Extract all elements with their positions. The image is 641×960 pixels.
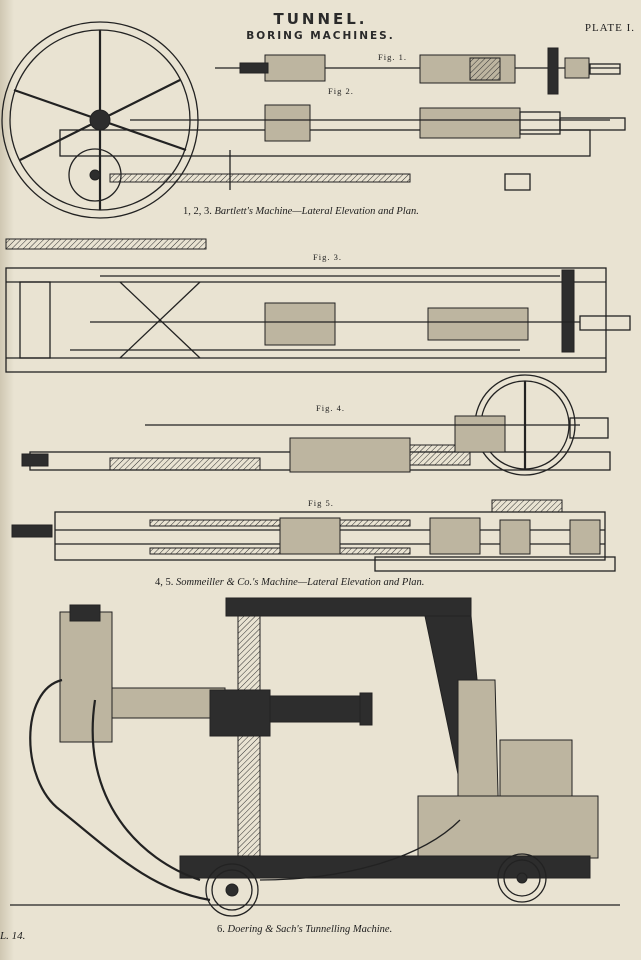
volume-label: L. 14. (0, 930, 26, 942)
fig2-drawing (1, 21, 626, 219)
plate-title: TUNNEL. (273, 10, 368, 28)
caption-doering: 6. Doering & Sach's Tunnelling Machine. (217, 924, 392, 935)
fig2-label: Fig 2. (328, 86, 354, 96)
fig1-drawing (215, 47, 621, 95)
fig3-drawing (5, 238, 631, 373)
caption-doering-text: Doering & Sach's Tunnelling Machine. (227, 924, 393, 935)
caption-bartlett-text: Bartlett's Machine—Lateral Elevation and… (214, 206, 419, 217)
caption-sommeiller-text: Sommeiller & Co.'s Machine—Lateral Eleva… (176, 577, 425, 588)
fig1-label: Fig. 1. (378, 52, 407, 62)
plate-number: PLATE I. (584, 22, 635, 34)
fig4-drawing (21, 374, 611, 476)
caption-bartlett: 1, 2, 3. Bartlett's Machine—Lateral Elev… (183, 206, 419, 217)
fig5-drawing (11, 499, 616, 572)
fig5-label: Fig 5. (308, 498, 334, 508)
fig4-label: Fig. 4. (316, 403, 345, 413)
plate-subtitle: BORING MACHINES. (246, 30, 395, 42)
caption-bartlett-numbers: 1, 2, 3. (183, 206, 212, 217)
caption-sommeiller: 4, 5. Sommeiller & Co.'s Machine—Lateral… (155, 577, 424, 588)
caption-doering-number: 6. (217, 924, 225, 935)
caption-sommeiller-numbers: 4, 5. (155, 577, 174, 588)
fig3-label: Fig. 3. (313, 252, 342, 262)
fig6-drawing (10, 597, 620, 917)
